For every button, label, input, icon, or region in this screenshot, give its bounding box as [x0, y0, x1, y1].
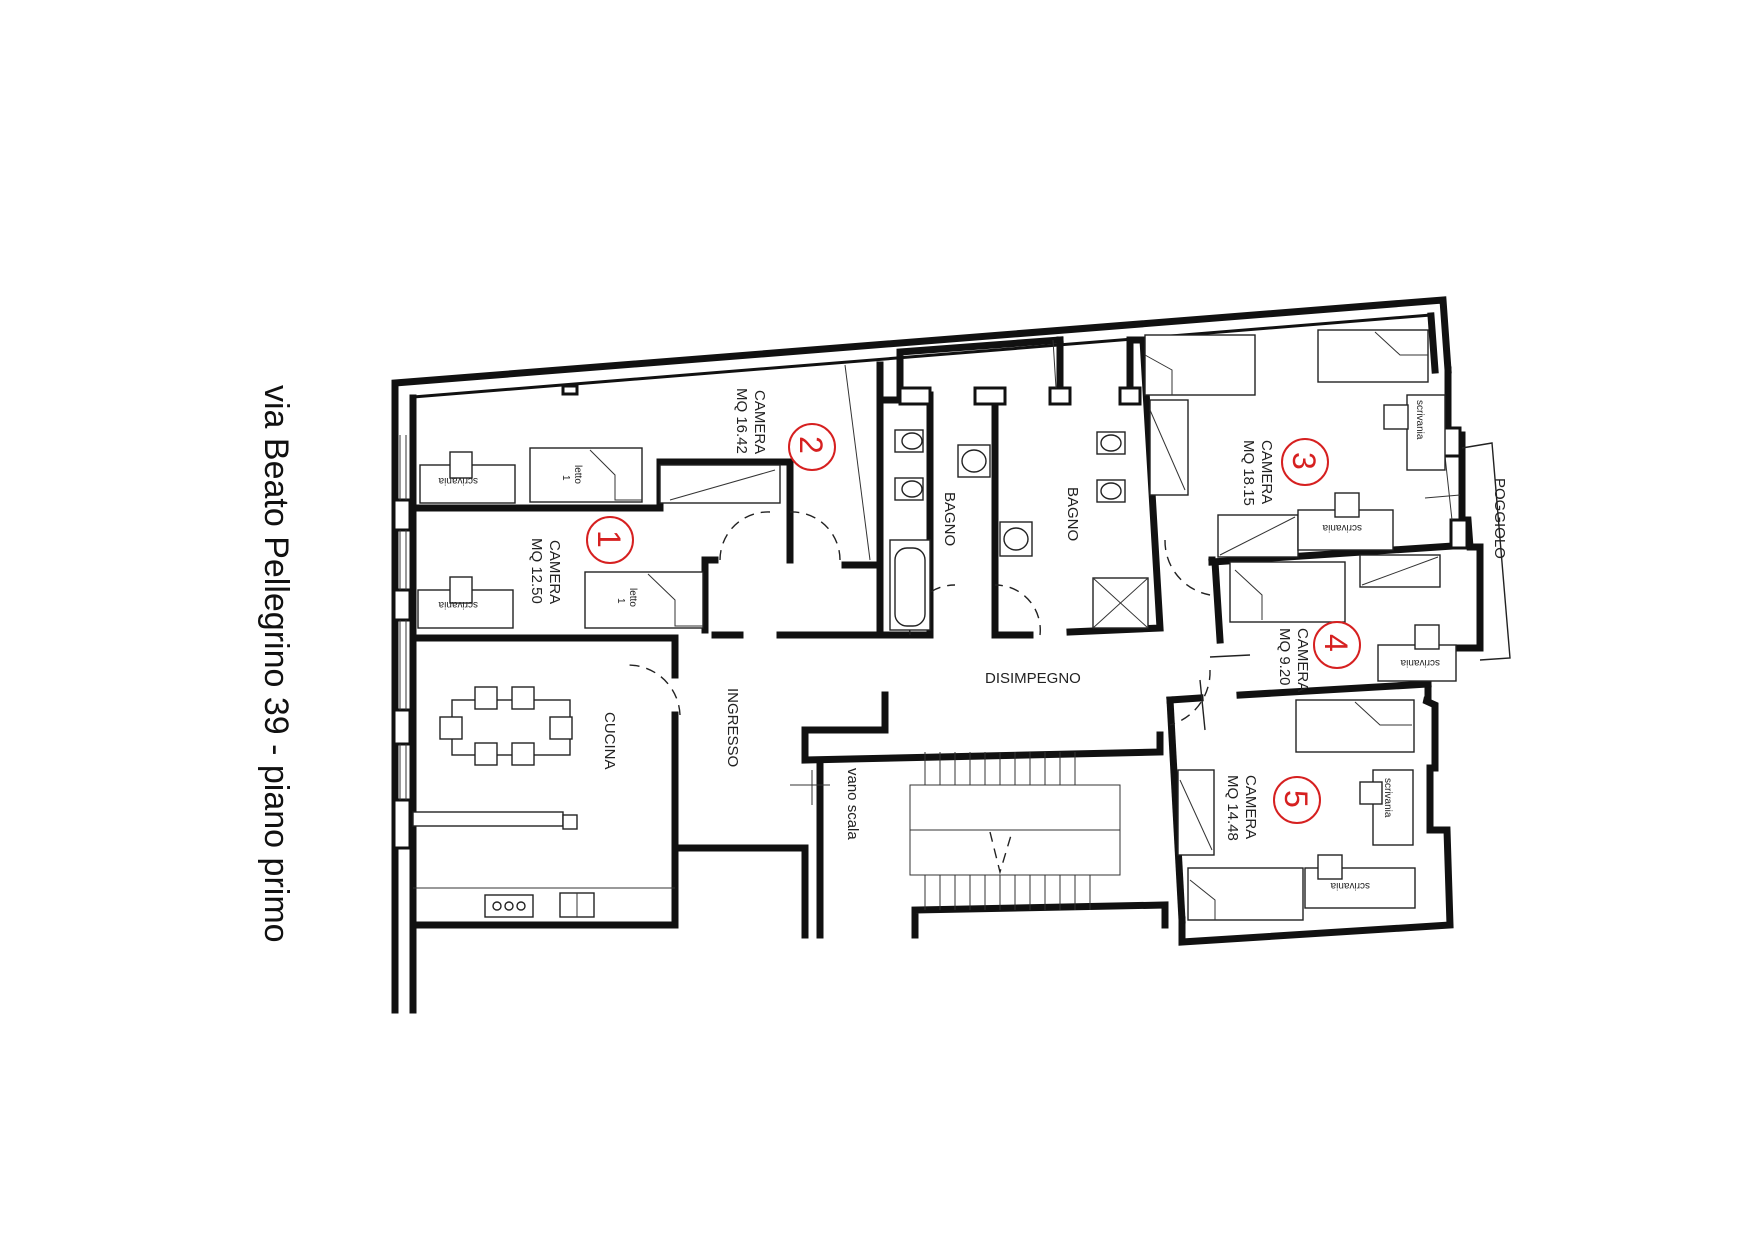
- bagno2-label: BAGNO: [1064, 487, 1081, 541]
- camera3-area: MQ 18.15: [1240, 440, 1257, 506]
- kitchen-furniture: [412, 686, 675, 918]
- ingresso-label: INGRESSO: [724, 688, 741, 767]
- camera2-name: CAMERA: [751, 390, 768, 454]
- room-labels: CAMERA MQ 16.42 2 CAMERA MQ 12.50 1 CAME…: [528, 388, 1508, 841]
- camera1-name: CAMERA: [546, 540, 563, 604]
- bedroom-furniture: [417, 329, 1457, 921]
- letto-number: 1: [615, 598, 626, 604]
- camera5-area: MQ 14.48: [1224, 775, 1241, 841]
- left-windows: [392, 435, 412, 850]
- scrivania-label: scrivania: [1414, 400, 1425, 440]
- camera3-name: CAMERA: [1258, 440, 1275, 504]
- plan-title: via Beato Pellegrino 39 - piano primo: [257, 385, 295, 943]
- camera3-number: 3: [1286, 452, 1322, 470]
- camera5-name: CAMERA: [1242, 775, 1259, 839]
- poggiolo-label: POGGIOLO: [1491, 478, 1508, 559]
- camera2-area: MQ 16.42: [733, 388, 750, 454]
- scrivania-label: scrivania: [1322, 522, 1362, 533]
- camera1-number: 1: [591, 530, 627, 548]
- letto-label: letto: [627, 588, 638, 607]
- bagno1-label: BAGNO: [941, 492, 958, 546]
- camera5-number: 5: [1278, 790, 1314, 808]
- balcony: [1424, 442, 1511, 661]
- disimpegno-label: DISIMPEGNO: [985, 670, 1081, 687]
- scrivania-label: scrivania: [1382, 778, 1393, 818]
- furniture-labels: letto 1 letto 1 scrivania scrivania scri…: [438, 400, 1440, 891]
- letto-label: letto: [572, 465, 583, 484]
- camera4-area: MQ 9.20: [1276, 628, 1293, 686]
- scrivania-label: scrivania: [1330, 880, 1370, 891]
- camera1-area: MQ 12.50: [528, 538, 545, 604]
- bathroom-fixtures: [889, 429, 1149, 631]
- cucina-label: CUCINA: [601, 712, 618, 770]
- camera4-number: 4: [1318, 634, 1354, 652]
- scrivania-label: scrivania: [1400, 657, 1440, 668]
- camera2-number: 2: [793, 436, 829, 454]
- scrivania-label: scrivania: [438, 599, 478, 610]
- letto-number: 1: [560, 475, 571, 481]
- pillars: [561, 339, 1469, 550]
- vano-scala-label: vano scala: [844, 768, 861, 840]
- camera4-name: CAMERA: [1294, 628, 1311, 692]
- scrivania-label: scrivania: [438, 475, 478, 486]
- staircase: [790, 752, 1121, 910]
